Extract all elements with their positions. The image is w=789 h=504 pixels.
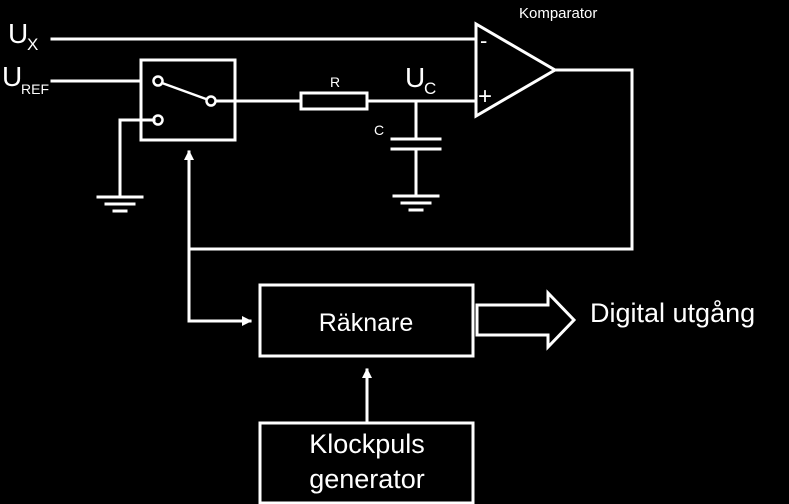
comparator-plus: +	[478, 83, 492, 110]
ux-subscript: X	[27, 35, 38, 54]
resistor	[299, 91, 369, 111]
comparator-minus: -	[480, 28, 487, 53]
switch-common	[205, 95, 217, 107]
output-label: Digital utgång	[590, 298, 755, 328]
counter-box	[258, 283, 475, 358]
clock-generator-box	[258, 421, 475, 504]
uref-subscript: REF	[21, 81, 49, 97]
ux-label: U	[8, 18, 28, 49]
clock-label-line2: generator	[309, 464, 425, 494]
capacitor-label: C	[374, 122, 384, 138]
switch-contact-ref	[152, 75, 164, 87]
digital-output-arrow	[475, 289, 577, 351]
clock-label-line1: Klockpuls	[309, 429, 425, 459]
comparator-symbol	[474, 21, 558, 119]
resistor-label: R	[330, 74, 340, 90]
comparator-label: Komparator	[519, 5, 597, 22]
uref-label: U	[2, 61, 22, 92]
counter-label: Räknare	[319, 309, 414, 337]
ground-symbol-capacitor	[392, 194, 440, 212]
switch-lever	[161, 81, 207, 101]
uc-subscript: C	[424, 79, 436, 98]
ground-symbol-switch	[96, 195, 144, 213]
uc-label: U	[405, 62, 425, 93]
